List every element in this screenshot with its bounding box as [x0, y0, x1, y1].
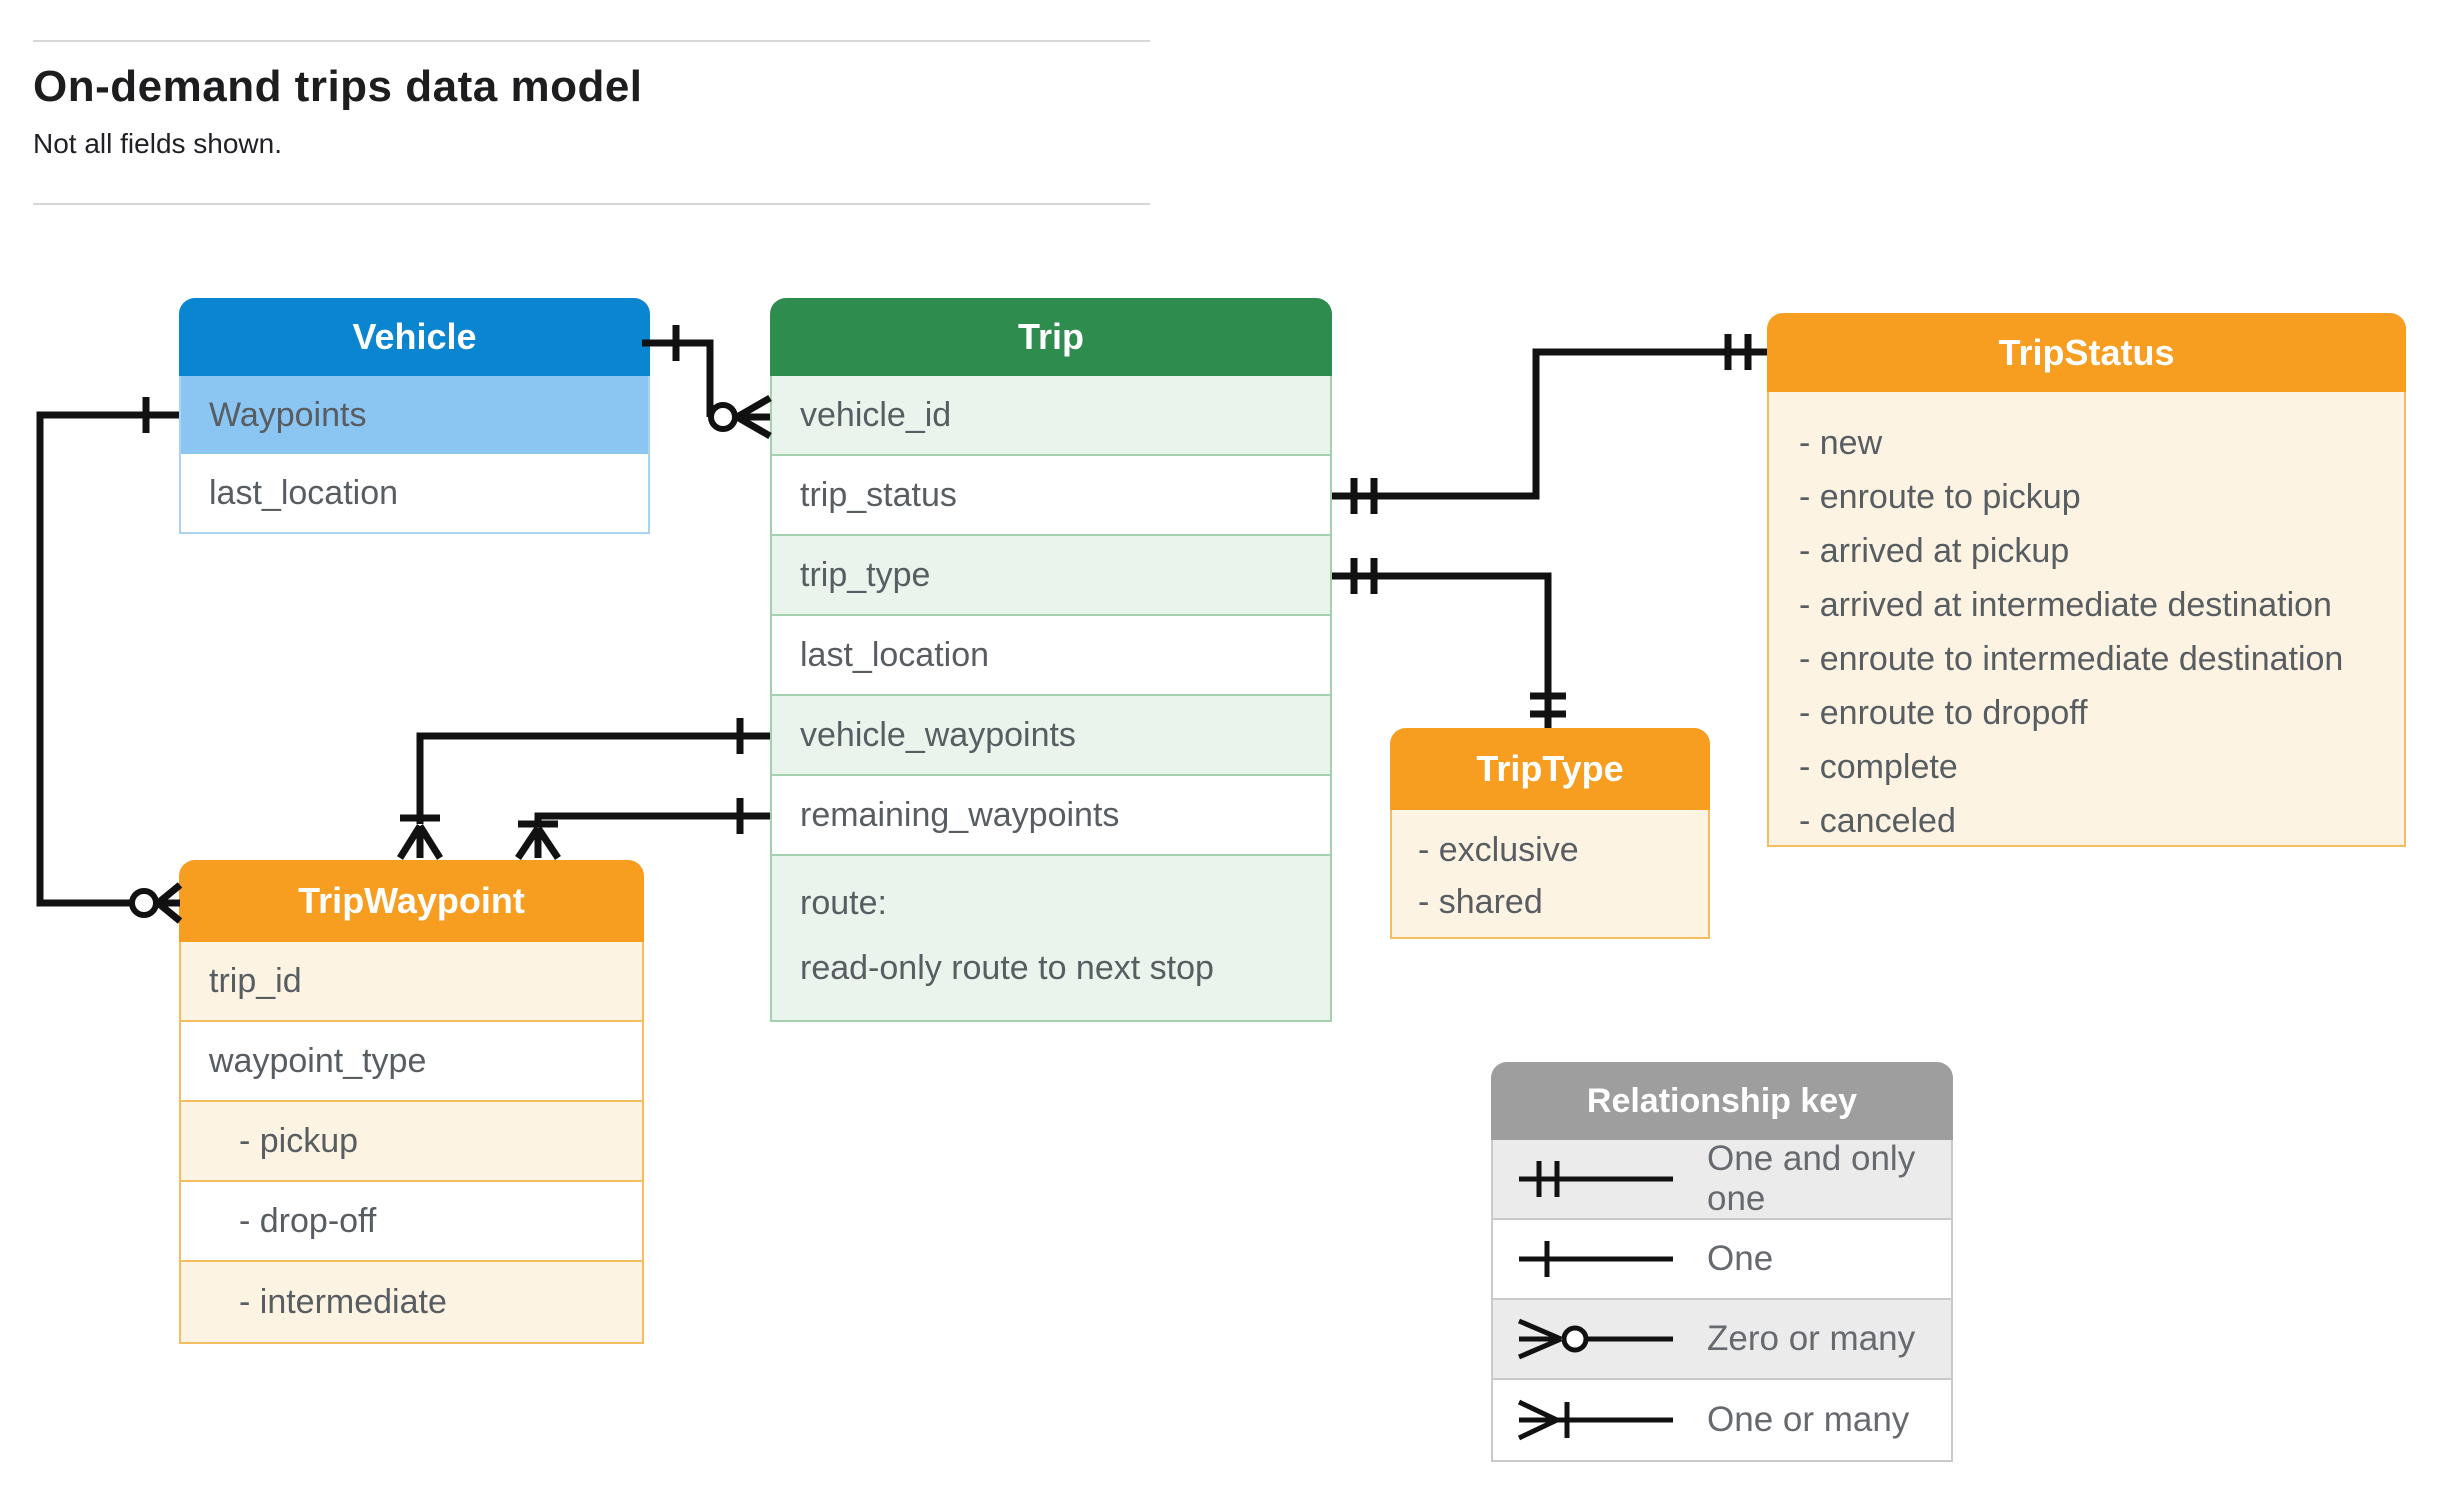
trip-status-item: - enroute to intermediate destination	[1799, 640, 2344, 678]
trip-row-vehicle-id: vehicle_id	[772, 376, 1330, 456]
trip-row-trip-type: trip_type	[772, 536, 1330, 616]
legend-label: One and only one	[1707, 1139, 1916, 1218]
trip-table-body: vehicle_id trip_status trip_type last_lo…	[770, 376, 1332, 1022]
trip-row-trip-status: trip_status	[772, 456, 1330, 536]
trip-table-title: Trip	[770, 298, 1332, 376]
legend-row-one-or-many: One or many	[1493, 1380, 1951, 1460]
vehicle-table-body: Waypoints last_location	[179, 376, 650, 534]
trip-waypoint-row-waypoint-type: waypoint_type	[181, 1022, 642, 1102]
zero-or-many-icon	[1518, 1318, 1673, 1360]
trip-type-item: - shared	[1418, 883, 1543, 921]
relationship-key-body: One and only one One Zero or many	[1491, 1139, 1953, 1462]
trip-row-remaining-waypoints: remaining_waypoints	[772, 776, 1330, 856]
legend-row-one: One	[1493, 1220, 1951, 1300]
trip-status-table: TripStatus - new - enroute to pickup - a…	[1767, 313, 2406, 847]
trip-row-route: route: read-only route to next stop	[772, 856, 1330, 1020]
trip-status-table-body: - new - enroute to pickup - arrived at p…	[1767, 392, 2406, 847]
legend-row-one-and-only-one: One and only one	[1493, 1139, 1951, 1220]
page-title: On-demand trips data model	[33, 62, 643, 111]
trip-waypoint-table: TripWaypoint trip_id waypoint_type - pic…	[179, 860, 644, 1344]
trip-status-item: - arrived at intermediate destination	[1799, 586, 2332, 624]
vehicle-row-last-location: last_location	[181, 454, 648, 532]
trip-type-table-title: TripType	[1390, 728, 1710, 810]
connector-vehicle-waypoints-field-to-trip-waypoint	[397, 718, 770, 860]
top-divider	[33, 40, 1150, 42]
one-icon	[1519, 1241, 1673, 1277]
trip-waypoint-table-body: trip_id waypoint_type - pickup - drop-of…	[179, 942, 644, 1344]
header-bottom-divider	[33, 203, 1150, 205]
connector-remaining-waypoints-to-trip-waypoint	[515, 798, 770, 860]
trip-waypoint-row-pickup: - pickup	[181, 1102, 642, 1182]
trip-route-label: route:	[800, 884, 887, 922]
trip-waypoint-row-trip-id: trip_id	[181, 942, 642, 1022]
connector-trip-type-to-trip-type-table	[1332, 558, 1566, 728]
trip-status-item: - canceled	[1799, 802, 1956, 840]
legend-row-zero-or-many: Zero or many	[1493, 1300, 1951, 1380]
legend-label: Zero or many	[1707, 1319, 1916, 1358]
trip-row-vehicle-waypoints: vehicle_waypoints	[772, 696, 1330, 776]
vehicle-row-waypoints: Waypoints	[181, 376, 648, 454]
connector-vehicle-to-trip	[642, 325, 772, 440]
connector-trip-status-to-trip-status-table	[1332, 334, 1767, 514]
legend-label: One	[1707, 1239, 1774, 1278]
trip-type-table-body: - exclusive - shared	[1390, 810, 1710, 939]
trip-table: Trip vehicle_id trip_status trip_type la…	[770, 298, 1332, 1022]
relationship-key-title: Relationship key	[1491, 1062, 1953, 1140]
trip-waypoint-row-intermediate: - intermediate	[181, 1262, 642, 1342]
trip-status-item: - enroute to dropoff	[1799, 694, 2088, 732]
connector-vehicle-waypoints-to-trip-waypoint	[36, 397, 183, 924]
trip-status-item: - arrived at pickup	[1799, 532, 2070, 570]
one-or-many-icon	[1517, 1399, 1673, 1441]
trip-status-item: - new	[1799, 424, 1883, 462]
one-and-only-one-icon	[1519, 1161, 1673, 1197]
trip-route-description: read-only route to next stop	[800, 949, 1214, 987]
trip-status-table-title: TripStatus	[1767, 313, 2406, 392]
trip-status-item: - complete	[1799, 748, 1958, 786]
vehicle-table-title: Vehicle	[179, 298, 650, 376]
vehicle-table: Vehicle Waypoints last_location	[179, 298, 650, 534]
trip-waypoint-row-drop-off: - drop-off	[181, 1182, 642, 1262]
trip-waypoint-table-title: TripWaypoint	[179, 860, 644, 942]
trip-type-item: - exclusive	[1418, 831, 1579, 869]
trip-row-last-location: last_location	[772, 616, 1330, 696]
relationship-key: Relationship key One and only one One	[1491, 1062, 1953, 1462]
trip-status-item: - enroute to pickup	[1799, 478, 2081, 516]
trip-type-table: TripType - exclusive - shared	[1390, 728, 1710, 939]
legend-label: One or many	[1707, 1400, 1910, 1439]
page-subtitle: Not all fields shown.	[33, 128, 283, 159]
